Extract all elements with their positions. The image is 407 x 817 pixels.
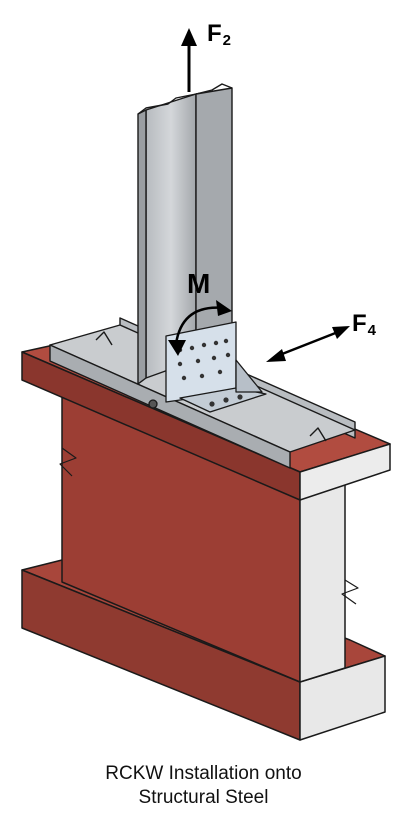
track-screw: [148, 399, 158, 409]
bracket-gusset: [235, 359, 263, 393]
force-f2-letter: F: [207, 20, 222, 47]
moment-label: M: [187, 268, 211, 299]
force-f2-label: F2: [207, 20, 232, 49]
force-f2-subscript: 2: [222, 32, 232, 49]
bracket-base-plate: [179, 387, 267, 413]
track-front-flange: [49, 344, 291, 469]
caption-line-2: Structural Steel: [138, 787, 269, 808]
track-notch-1: [95, 331, 113, 346]
force-f4-subscript: 4: [367, 322, 377, 339]
force-f4-label: F4: [352, 310, 377, 339]
stud-top-edge: [137, 83, 233, 115]
track-notch-2: [309, 427, 327, 442]
stud-flange-left: [137, 109, 147, 385]
force-f2-arrow: [181, 28, 197, 92]
figure-caption: RCKW Installation onto Structural Steel: [0, 762, 407, 810]
rckw-bracket: [148, 321, 267, 413]
steel-stud: [137, 83, 233, 385]
beam-top-flange-side: [299, 443, 391, 501]
beam-bottom-flange-side: [299, 655, 386, 741]
moment-m-arrow: [168, 300, 232, 356]
bracket-holes: [177, 338, 243, 407]
beam-break-left: [59, 447, 77, 477]
force-f4-letter: F: [352, 310, 367, 337]
beam-break-right: [341, 579, 359, 605]
caption-line-1: RCKW Installation onto: [105, 763, 302, 784]
stud-flange-right: [195, 87, 233, 361]
force-f4-arrow: [266, 326, 350, 362]
